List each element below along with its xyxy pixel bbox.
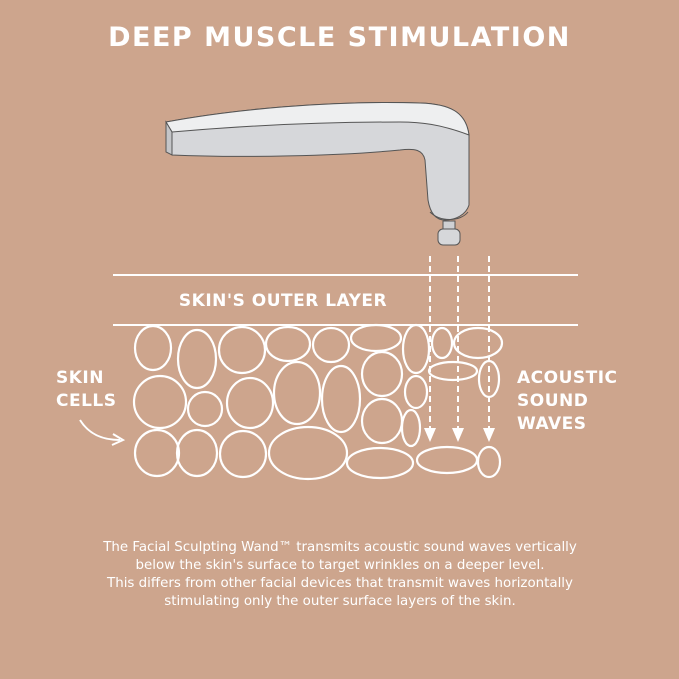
arrowhead-icon [452,428,464,442]
skin-cells-label-line: SKIN [56,368,104,388]
skin-cell [133,324,173,372]
skin-cell [349,323,403,353]
description-line: stimulating only the outer surface layer… [164,594,516,609]
skin-cell [217,325,267,375]
outer-layer-label: SKIN'S OUTER LAYER [178,291,388,311]
description-line: The Facial Sculpting Wand™ transmits aco… [103,540,577,555]
skin-cell [430,326,454,360]
skin-cell [345,446,415,480]
acoustic-waves-label: ACOUSTIC SOUND WAVES [517,367,618,436]
skin-cell [452,326,504,360]
description-line: This differs from other facial devices t… [107,576,573,591]
skin-cells-pointer-arrow [79,419,121,441]
skin-cell [311,326,351,364]
skin-cell [400,408,422,448]
skin-cell [264,325,312,363]
skin-cells-group [132,323,504,481]
skin-cells-label: SKIN CELLS [56,367,117,413]
description-line: below the skin's surface to target wrink… [135,558,545,573]
skin-cell [401,323,431,375]
skin-cell [132,374,188,430]
skin-cell [360,350,404,398]
acoustic-label-line: SOUND [517,391,589,411]
skin-cell [272,360,322,426]
skin-cell [225,376,275,430]
skin-cell [403,374,429,410]
skin-cell [175,428,219,478]
acoustic-label-line: ACOUSTIC [517,368,618,388]
wand-illustration [165,101,470,246]
skin-cell [267,425,349,481]
skin-cell [427,360,479,382]
skin-cell [320,364,362,434]
arrowhead-icon [111,433,126,446]
arrowhead-icon [424,428,436,442]
skin-cell [360,397,404,445]
skin-cell [415,445,479,475]
description: The Facial Sculpting Wand™ transmits aco… [40,539,640,611]
skin-cell [186,390,224,428]
acoustic-label-line: WAVES [517,414,587,434]
skin-cell [218,429,268,479]
page-title: DEEP MUSCLE STIMULATION [108,22,571,53]
sound-waves-group [424,256,495,442]
skin-cell [176,328,218,390]
skin-cell [133,428,181,478]
arrowhead-icon [483,428,495,442]
skin-cells-label-line: CELLS [56,391,117,411]
skin-cell [476,445,502,479]
